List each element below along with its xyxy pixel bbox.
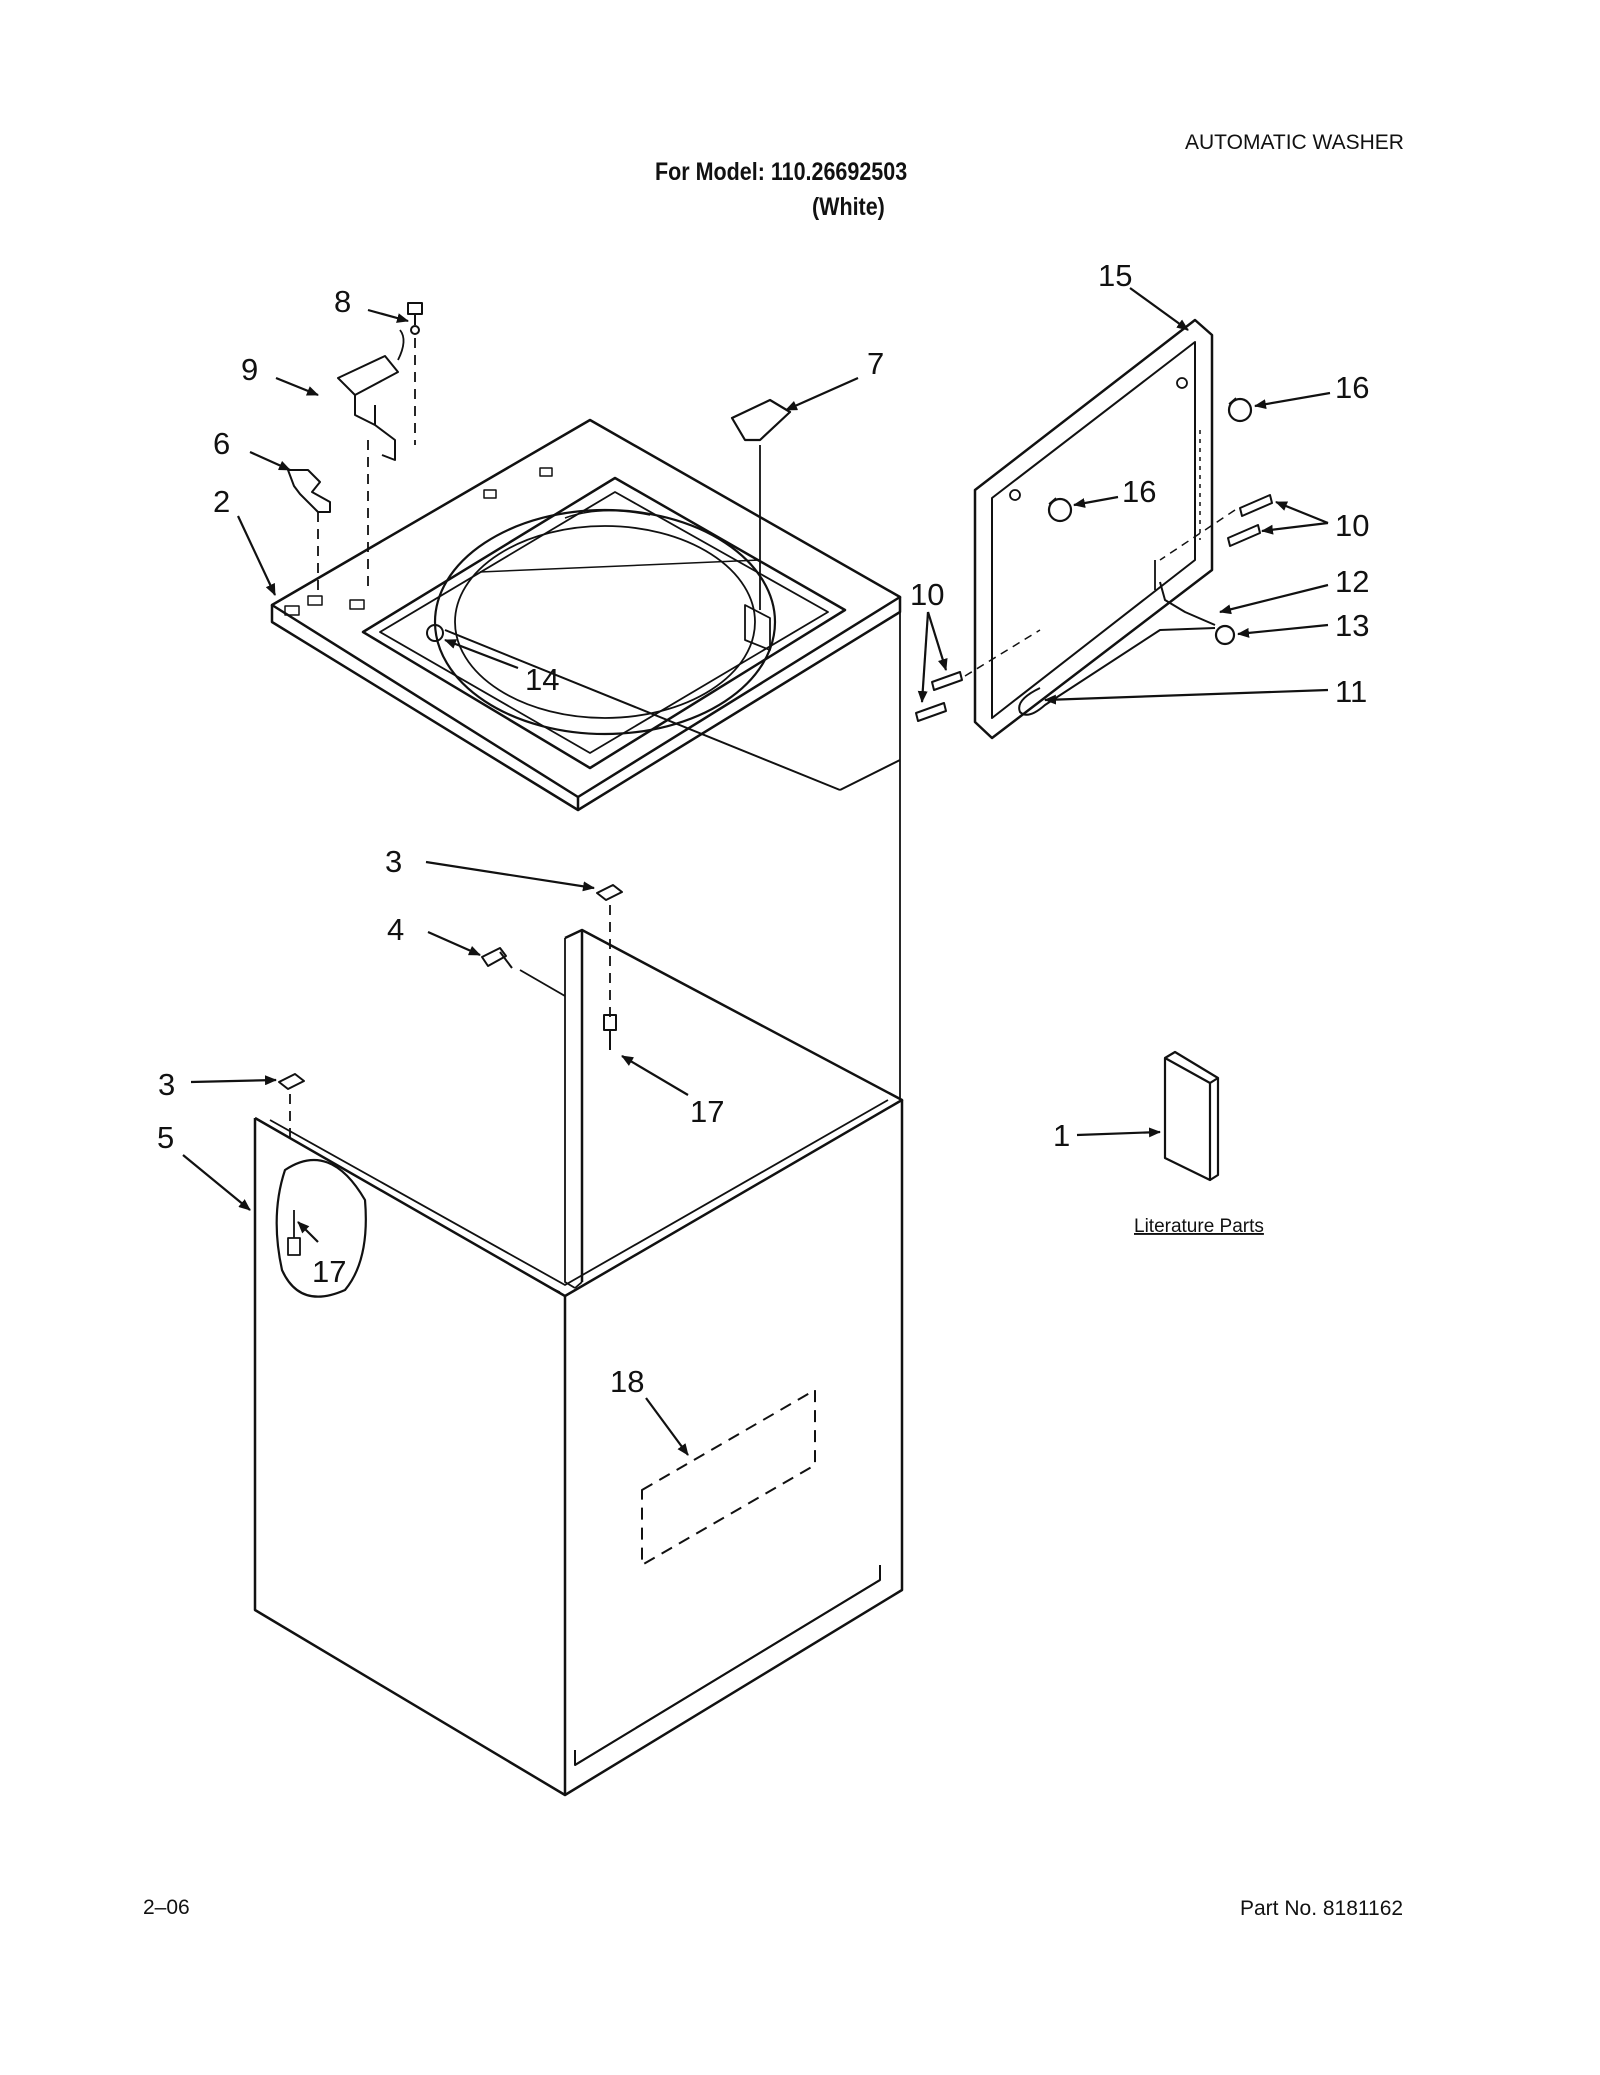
- callout-8: 8: [334, 284, 351, 319]
- arrow-13: [1237, 623, 1329, 638]
- callout-12: 12: [1335, 564, 1369, 599]
- clip-part-7: [730, 398, 792, 610]
- appliance-type-label: AUTOMATIC WASHER: [1185, 131, 1404, 154]
- arrow-18: [645, 1397, 689, 1456]
- arrow-10-right-a: [1275, 500, 1329, 525]
- leader-arrows: [182, 287, 1331, 1456]
- arrow-4: [427, 930, 481, 957]
- arrow-10-right-b: [1261, 521, 1329, 535]
- arrow-9: [275, 376, 319, 397]
- screws-part-10-right: [1159, 494, 1273, 561]
- arrow-8: [367, 308, 409, 323]
- wire-harness-parts-11-12-13: [1018, 560, 1236, 716]
- rear-frame-part-15: [973, 318, 1214, 740]
- callout-2: 2: [213, 484, 230, 519]
- screw-part-17-upper: [603, 1014, 617, 1050]
- arrow-14: [444, 638, 519, 670]
- callout-16-lower: 16: [1122, 474, 1156, 509]
- lid-switch-part-9: [337, 329, 405, 590]
- callout-10-left: 10: [910, 577, 944, 612]
- arrow-17-upper: [621, 1055, 689, 1096]
- screws-part-10-left: [915, 629, 1041, 722]
- literature-parts-label: Literature Parts: [1134, 1216, 1264, 1237]
- callout-numbers: 8 9 6 2 7 14 15 16 16 10 10 12 13 11 3 4…: [157, 258, 1369, 1399]
- callout-18: 18: [610, 1364, 644, 1399]
- screw-part-8: [407, 302, 423, 445]
- callout-7: 7: [867, 346, 884, 381]
- model-color-label: (White): [812, 193, 885, 221]
- fill-hose-line: [426, 624, 901, 791]
- callout-10-right: 10: [1335, 508, 1369, 543]
- callout-17-upper: 17: [690, 1094, 724, 1129]
- arrow-17-lower: [297, 1221, 319, 1243]
- arrow-16-lower: [1073, 495, 1119, 508]
- callout-3-lower: 3: [158, 1067, 175, 1102]
- arrow-15: [1129, 287, 1189, 331]
- arrow-3-upper: [425, 860, 595, 892]
- callout-6: 6: [213, 426, 230, 461]
- cutaway-inset: [275, 1158, 367, 1298]
- callout-16-upper: 16: [1335, 370, 1369, 405]
- arrow-12: [1219, 583, 1329, 615]
- revision-date: 2–06: [143, 1896, 190, 1919]
- lid-strike-part-6: [287, 469, 331, 590]
- label-area-part-18: [641, 1389, 816, 1566]
- callout-4: 4: [387, 912, 404, 947]
- clip-part-3-upper: [596, 884, 623, 1020]
- arrow-10-left-b: [917, 611, 930, 703]
- arrow-2: [237, 515, 276, 596]
- arrow-16-upper: [1254, 391, 1331, 410]
- arrow-1: [1076, 1127, 1161, 1138]
- screw-part-4: [481, 947, 566, 997]
- model-number-title: For Model: 110.26692503: [655, 158, 908, 186]
- clip-part-3-lower: [278, 1073, 305, 1140]
- part-number: Part No. 8181162: [1240, 1897, 1404, 1920]
- callout-14: 14: [525, 662, 559, 697]
- plug-part-16-lower: [1047, 497, 1073, 523]
- arrow-11: [1044, 688, 1329, 705]
- callout-1: 1: [1053, 1118, 1070, 1153]
- arrow-10-left-a: [926, 611, 948, 671]
- arrow-6: [249, 450, 291, 472]
- callout-11: 11: [1335, 674, 1367, 709]
- cabinet-part-5: [253, 928, 904, 1797]
- callout-15: 15: [1098, 258, 1132, 293]
- callout-9: 9: [241, 352, 258, 387]
- arrow-5: [182, 1154, 251, 1211]
- plug-part-16-upper: [1227, 397, 1253, 423]
- arrow-3-lower: [190, 1075, 277, 1086]
- callout-17-lower: 17: [312, 1254, 346, 1289]
- callout-13: 13: [1335, 608, 1369, 643]
- callout-3-upper: 3: [385, 844, 402, 879]
- arrow-7: [785, 376, 859, 412]
- literature-booklet-part-1: [1163, 1050, 1220, 1182]
- callout-5: 5: [157, 1120, 174, 1155]
- top-panel-assembly: [270, 418, 902, 812]
